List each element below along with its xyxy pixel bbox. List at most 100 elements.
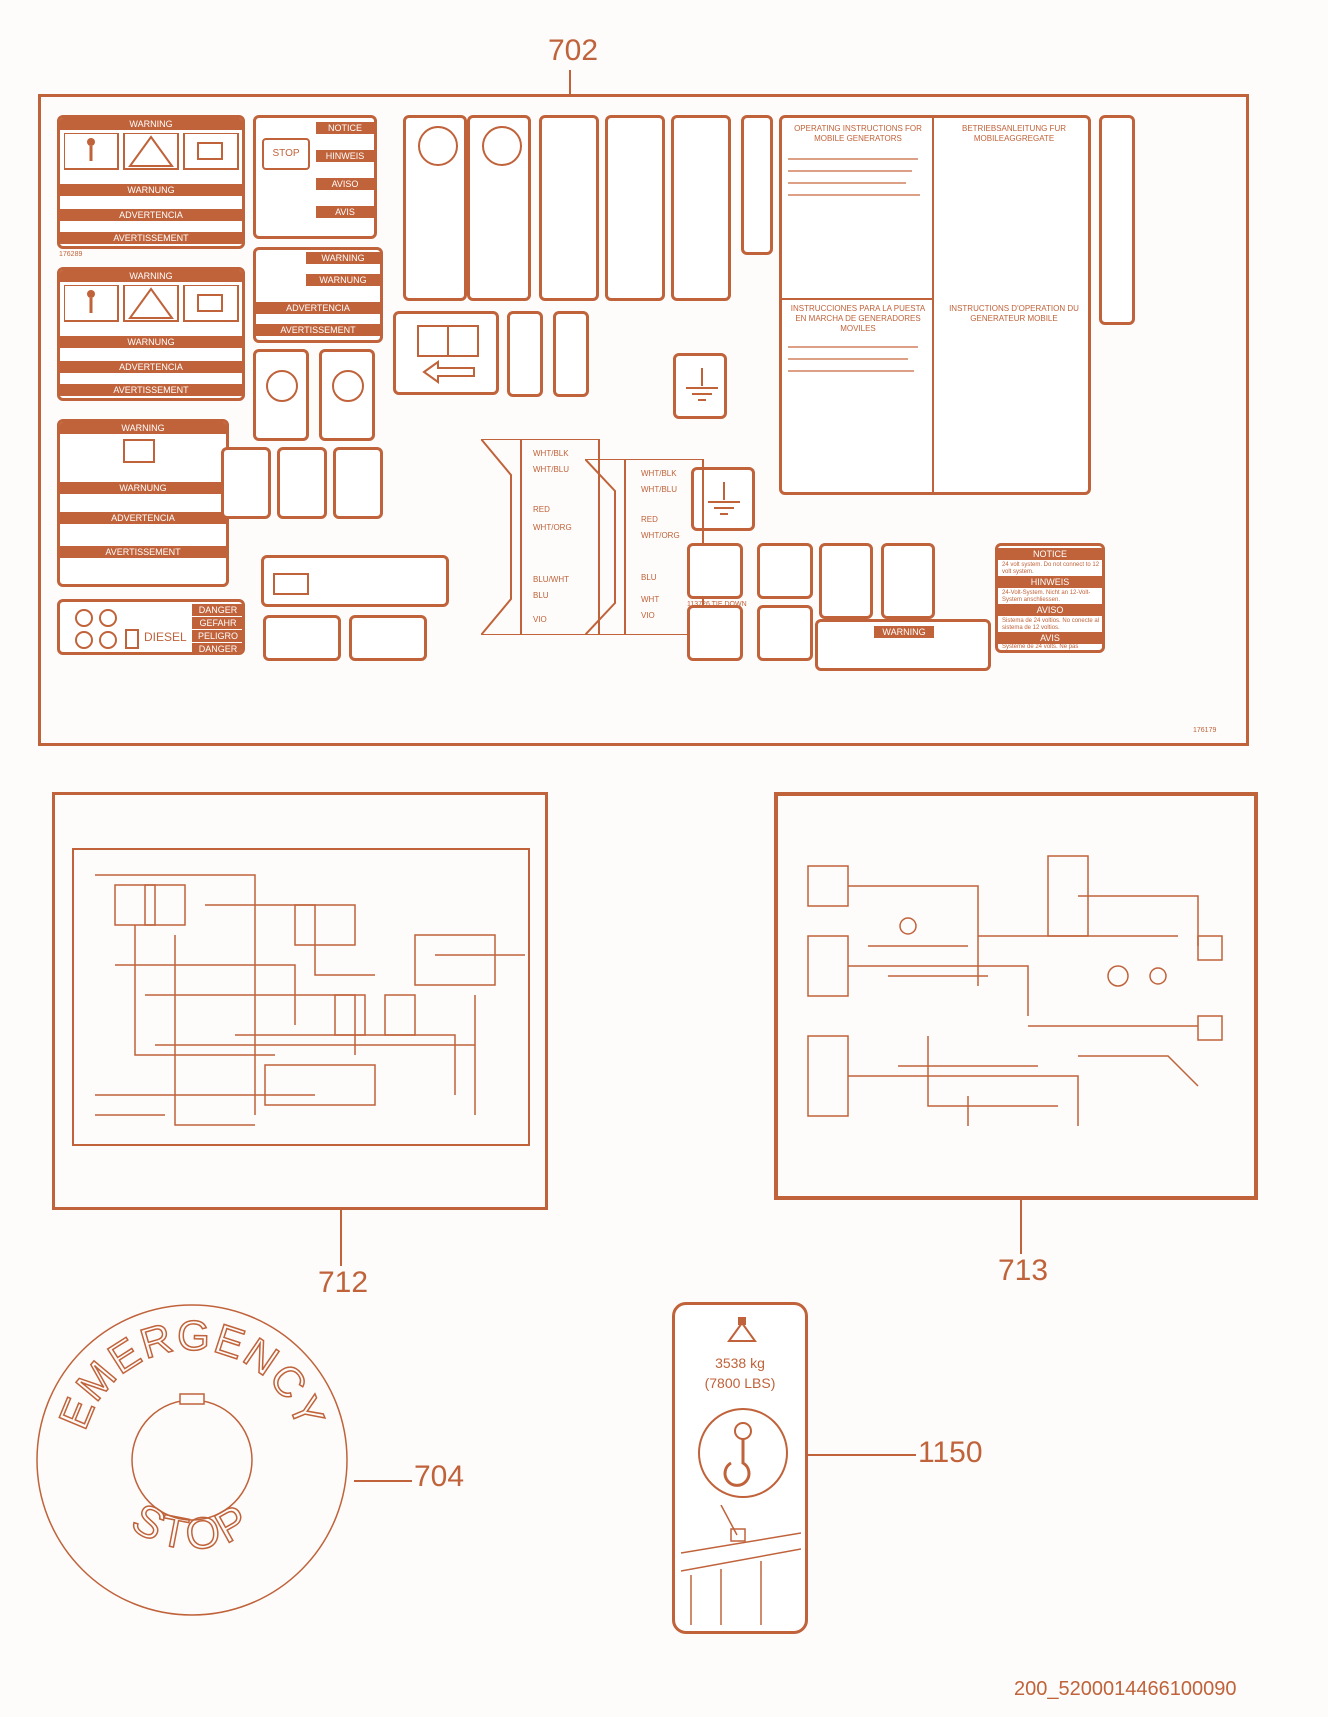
warning-decal-2: WARNING WARNUNG ADVERTENCIA AVERTISSEMEN…	[57, 267, 245, 401]
diesel-label: DIESEL	[144, 630, 187, 644]
notice-stop-decal: STOP NOTICE HINWEIS AVISO AVIS	[253, 115, 377, 239]
battery-warning-decal-1	[261, 555, 449, 607]
hand-decal-2	[881, 543, 935, 619]
wiring-schematic-713	[807, 855, 1223, 1126]
manual-decal	[393, 311, 499, 395]
hearing-protection-decal-2	[467, 115, 531, 301]
lifting-decal-3	[333, 447, 383, 519]
hearing-protection-decal-1	[403, 115, 467, 301]
notice-24v-text-fr: Système de 24 volts. Ne pas connecter au…	[1002, 644, 1079, 650]
warning-label-fr: AVERTISSEMENT	[60, 384, 242, 396]
warning-label-fr: AVERTISSEMENT	[60, 232, 242, 244]
wire-label-2-2: WHT/BLU	[641, 485, 677, 494]
tie-down-decal-2	[757, 543, 813, 599]
callout-704-leader	[354, 1480, 412, 1482]
callout-1150: 1150	[918, 1436, 983, 1469]
callout-1150-leader	[808, 1454, 916, 1456]
operating-title-es: INSTRUCCIONES PARA LA PUESTA EN MARCHA D…	[790, 304, 926, 333]
warning-decal-3: WARNING WARNUNG ADVERTENCIA AVERTISSEMEN…	[57, 419, 229, 587]
stop-label: STOP	[262, 138, 310, 170]
battery-warning-decal-2: WARNING	[815, 619, 991, 671]
notice-24v-decal: NOTICE 24 volt system. Do not connect to…	[995, 543, 1105, 653]
hearing-protection-decal-5	[671, 115, 731, 301]
callout-704: 704	[414, 1460, 465, 1493]
ground-decal-2	[691, 467, 755, 531]
tie-down-decal-1	[687, 543, 743, 599]
warning-label-fr: AVERTISSEMENT	[256, 324, 380, 336]
vertical-notice-decal	[1099, 115, 1135, 325]
lift-point-decal-2	[553, 311, 589, 397]
wire-label-2-8: VIO	[641, 611, 655, 620]
lifting-decal-1	[221, 447, 271, 519]
hand-decal-1	[819, 543, 873, 619]
wiring-diagram-712	[52, 792, 548, 1210]
wire-label-2-7: WHT	[641, 595, 660, 604]
warning-label-es: ADVERTENCIA	[256, 302, 380, 314]
notice-24v-head-fr: AVIS	[998, 632, 1102, 644]
narrow-warning-decal	[741, 115, 773, 255]
notice-label-de: HINWEIS	[316, 150, 374, 162]
footer-code: 200_5200014466100090	[1014, 1678, 1237, 1700]
callout-702-leader	[569, 70, 571, 96]
warning-label: WARNING	[874, 626, 934, 638]
wire-label-2: WHT/BLU	[533, 465, 569, 474]
callout-713: 713	[998, 1254, 1049, 1287]
warning-icons	[64, 285, 239, 322]
operating-instructions-decal: OPERATING INSTRUCTIONS FOR MOBILE GENERA…	[779, 115, 1091, 495]
emergency-text: EMERGENCY	[50, 1312, 335, 1435]
lift-point-decal-1	[507, 311, 543, 397]
tie-down-decal-4	[757, 605, 813, 661]
danger-label-es: PELIGRO	[192, 630, 242, 642]
warning-label-es: ADVERTENCIA	[60, 512, 226, 524]
notice-24v-head-en: NOTICE	[998, 548, 1102, 560]
danger-label-en: DANGER	[192, 604, 242, 616]
danger-icons	[75, 609, 139, 649]
callout-702: 702	[548, 34, 599, 67]
notice-24v-text-de: 24-Volt-System. Nicht an 12-Volt-System …	[1002, 590, 1091, 603]
wire-label-6: BLU	[533, 591, 549, 600]
warning-icons	[64, 133, 239, 170]
ear-protection-icon	[418, 126, 458, 166]
part-code: 176289	[59, 251, 83, 258]
wire-label-2-1: WHT/BLK	[641, 469, 677, 478]
warning-label: WARNING	[306, 252, 380, 264]
ground-icon	[708, 482, 740, 515]
warning-label: WARNING	[60, 270, 242, 282]
hot-surface-icon	[332, 370, 364, 402]
ground-icon	[686, 368, 718, 401]
hot-surface-icon	[266, 370, 298, 402]
wire-label-4: WHT/ORG	[533, 523, 572, 532]
notice-24v-text-es: Sistema de 24 voltios. No conecte al sis…	[1002, 618, 1100, 631]
weight-kg: 3538 kg	[715, 1355, 765, 1371]
notice-24v-text-en: 24 volt system. Do not connect to 12 vol…	[1002, 562, 1100, 575]
warning-label-es: ADVERTENCIA	[60, 209, 242, 221]
danger-diesel-decal: DIESEL DANGER GEFAHR PELIGRO DANGER	[57, 599, 245, 655]
warning-label-de: WARNUNG	[60, 184, 242, 196]
warning-label-es: ADVERTENCIA	[60, 361, 242, 373]
battery-icon	[273, 573, 309, 595]
danger-label-fr: DANGER	[192, 643, 242, 652]
warning-label: WARNING	[60, 118, 242, 130]
ear-protection-icon	[482, 126, 522, 166]
tie-down-label: 113726 TIE DOWN	[687, 601, 747, 608]
emergency-stop-decal-704: EMERGENCY STOP	[36, 1304, 348, 1616]
callout-712-leader	[340, 1210, 342, 1266]
notice-label-es: AVISO	[316, 178, 374, 190]
notice-24v-head-es: AVISO	[998, 604, 1102, 616]
sheet-part-number: 176179	[1193, 727, 1217, 734]
warning-label: WARNING	[60, 422, 226, 434]
warning-label-de: WARNUNG	[60, 482, 226, 494]
glove-decal-1	[263, 615, 341, 661]
ground-decal-1	[673, 353, 727, 419]
weight-lbs: (7800 LBS)	[704, 1375, 776, 1391]
warning-label-de: WARNUNG	[306, 274, 380, 286]
wire-label-2-3: RED	[641, 515, 658, 524]
warning-decal-4: WARNING WARNUNG ADVERTENCIA AVERTISSEMEN…	[253, 247, 383, 343]
lifting-decal-2	[277, 447, 327, 519]
callout-712: 712	[318, 1266, 369, 1299]
notice-24v-head-de: HINWEIS	[998, 576, 1102, 588]
warning-label-fr: AVERTISSEMENT	[60, 546, 226, 558]
hearing-protection-decal-4	[605, 115, 665, 301]
wiring-schematic-712	[72, 848, 530, 1146]
tie-down-decal-3	[687, 605, 743, 661]
